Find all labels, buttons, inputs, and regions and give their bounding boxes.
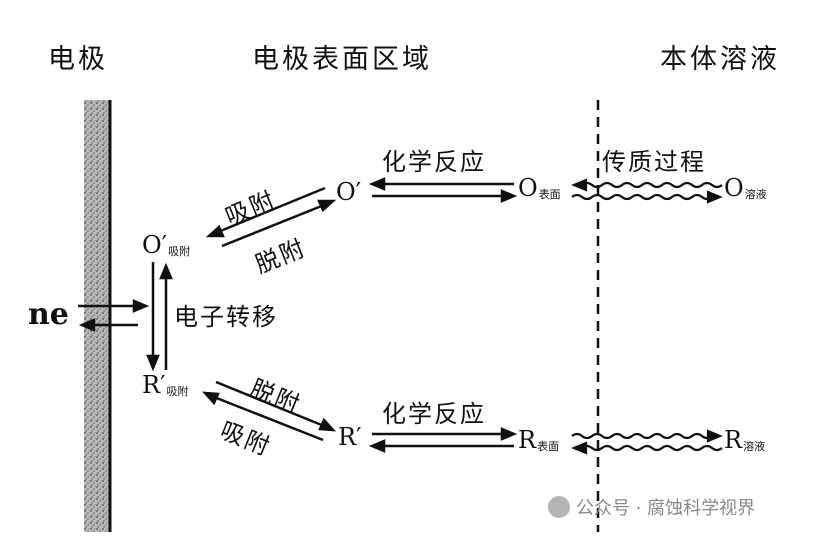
species-o-bulk-sub: 溶液 [744,188,767,201]
electrode-bar [84,100,112,532]
species-r-surface: R表面 [518,428,559,452]
species-o-surface: O表面 [518,176,561,200]
species-r-adsorbed-sub: 吸附 [166,385,189,398]
species-r-bulk-main: R [724,426,743,454]
watermark: 公众号 · 腐蚀科学视界 [548,494,755,520]
adsorption-arrows-bottom [201,380,337,442]
chemical-reaction-arrows-bottom [368,427,518,453]
species-r-prime: R′ [338,423,362,451]
species-r-adsorbed: R′吸附 [142,373,189,397]
species-r-bulk-sub: 溶液 [743,440,766,453]
species-r-adsorbed-main: R′ [142,371,166,399]
adsorption-arrows-top [205,186,337,248]
chemical-reaction-arrows-top [368,177,518,203]
header-surface-region: 电极表面区域 [252,44,432,75]
header-bulk-solution: 本体溶液 [660,44,780,75]
species-o-adsorbed-main: O′ [142,231,168,259]
species-o-prime: O′ [336,178,362,206]
wechat-icon [548,496,570,518]
mass-transfer-waves-bottom [571,429,723,455]
mass-transfer-waves-top [571,178,723,204]
label-chemical-reaction-top: 化学反应 [382,148,486,176]
label-electron-transfer: 电子转移 [174,303,278,331]
electron-transfer-arrows [146,262,173,372]
species-o-bulk-main: O [724,174,744,202]
species-o-bulk: O溶液 [724,176,767,200]
species-o-surface-main: O [518,174,538,202]
label-mass-transfer: 传质过程 [602,148,706,176]
species-o-adsorbed: O′吸附 [142,233,190,257]
ne-arrows [78,299,150,332]
species-o-adsorbed-sub: 吸附 [168,245,191,258]
header-electrode: 电极 [48,44,108,75]
species-r-surface-sub: 表面 [537,440,560,453]
species-r-surface-main: R [518,426,537,454]
species-o-surface-sub: 表面 [538,188,561,201]
species-r-bulk: R溶液 [724,428,765,452]
label-chemical-reaction-bottom: 化学反应 [382,400,486,428]
ne-label: ne [28,297,69,332]
watermark-text: 公众号 · 腐蚀科学视界 [576,498,756,519]
